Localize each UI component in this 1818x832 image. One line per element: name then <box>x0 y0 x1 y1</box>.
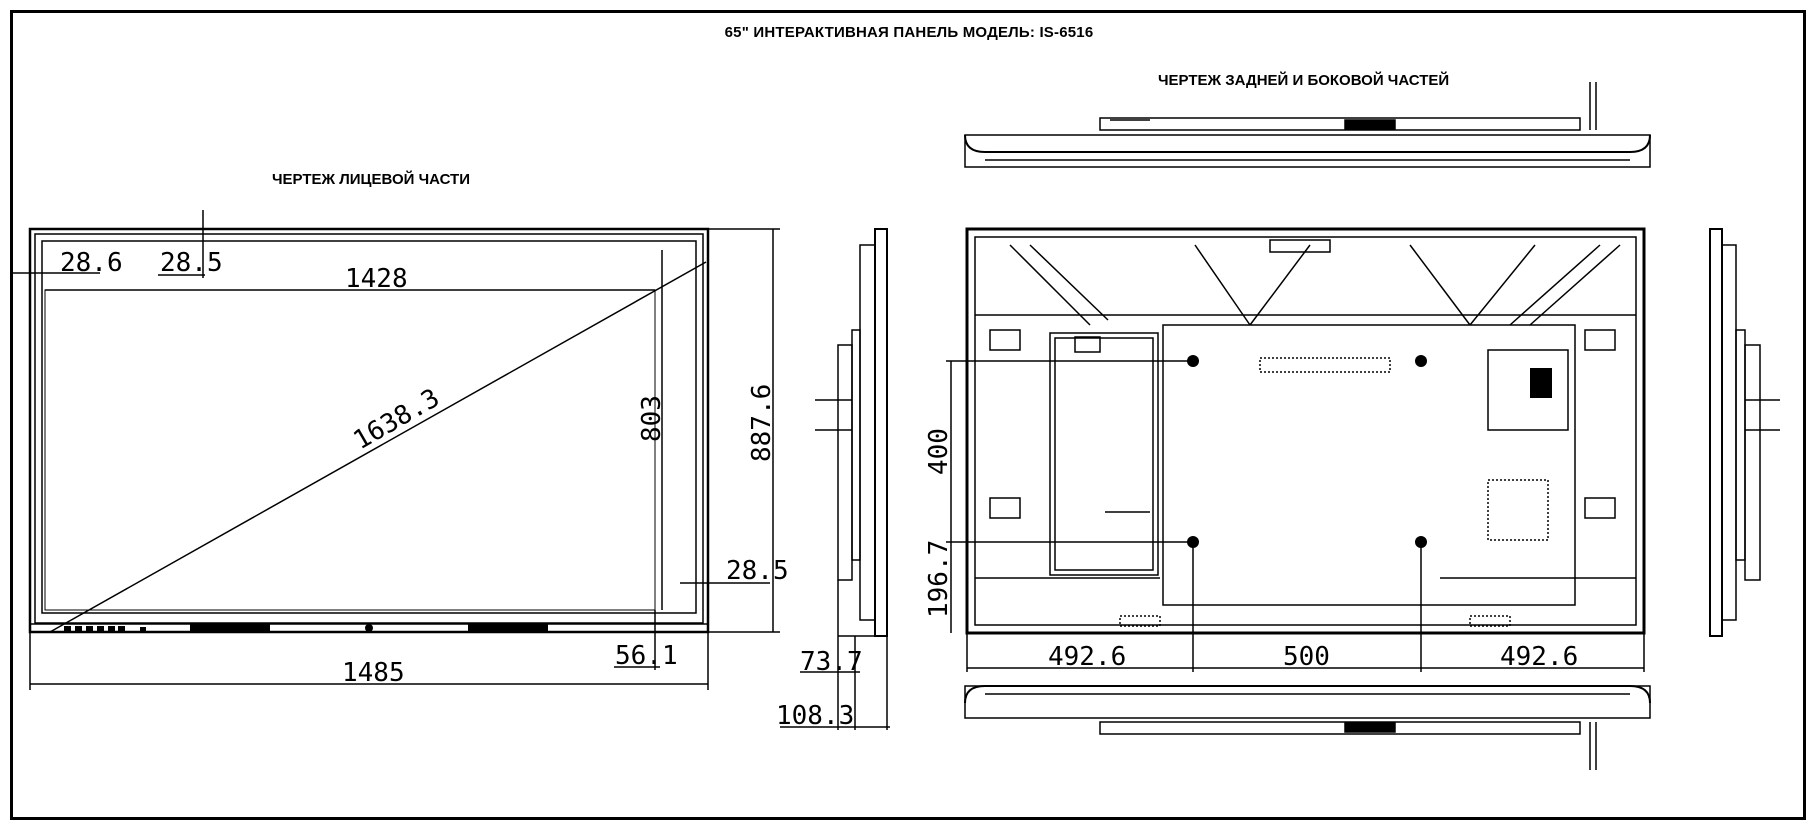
side-view-right <box>1709 228 1780 637</box>
dim-bezel-left: 28.6 <box>60 248 123 278</box>
dim-depth-body: 73.7 <box>800 647 863 677</box>
dim-screen-width: 1428 <box>345 264 408 294</box>
active-screen-area <box>44 289 656 611</box>
vesa-holes <box>1187 355 1427 548</box>
side-view-left <box>780 228 890 730</box>
vesa-mount-plate <box>1162 324 1576 606</box>
dim-bezel-right: 28.5 <box>726 556 789 586</box>
front-bezel <box>41 240 697 614</box>
dim-bottom-bezel: 56.1 <box>615 641 678 671</box>
drawing-title: 65" ИНТЕРАКТИВНАЯ ПАНЕЛЬ МОДЕЛЬ: IS-6516 <box>724 24 1094 41</box>
dim-vesa-left-offset: 492.6 <box>1048 642 1126 672</box>
dim-total-width: 1485 <box>342 658 405 688</box>
front-view-title: ЧЕРТЕЖ ЛИЦЕВОЙ ЧАСТИ <box>272 171 470 188</box>
front-view <box>10 210 780 690</box>
back-view <box>946 227 1646 672</box>
dim-diagonal: 1638.3 <box>349 383 445 456</box>
dim-total-height: 887.6 <box>747 384 777 462</box>
back-side-view-title: ЧЕРТЕЖ ЗАДНЕЙ И БОКОВОЙ ЧАСТЕЙ <box>1158 72 1450 89</box>
dim-vesa-bottom: 196.7 <box>924 540 954 618</box>
dim-screen-height: 803 <box>637 395 667 442</box>
dim-bezel-top: 28.5 <box>160 248 223 278</box>
diagonal-line <box>49 261 707 633</box>
front-buttons <box>64 624 548 632</box>
dim-vesa-right-offset: 492.6 <box>1500 642 1578 672</box>
top-view <box>964 82 1651 168</box>
bottom-view <box>964 685 1651 770</box>
dim-vesa-horizontal: 500 <box>1283 642 1330 672</box>
dim-vesa-vertical: 400 <box>924 428 954 475</box>
dim-depth-total: 108.3 <box>776 701 854 731</box>
front-inner-frame <box>34 233 704 624</box>
back-outer-frame <box>965 227 1646 635</box>
